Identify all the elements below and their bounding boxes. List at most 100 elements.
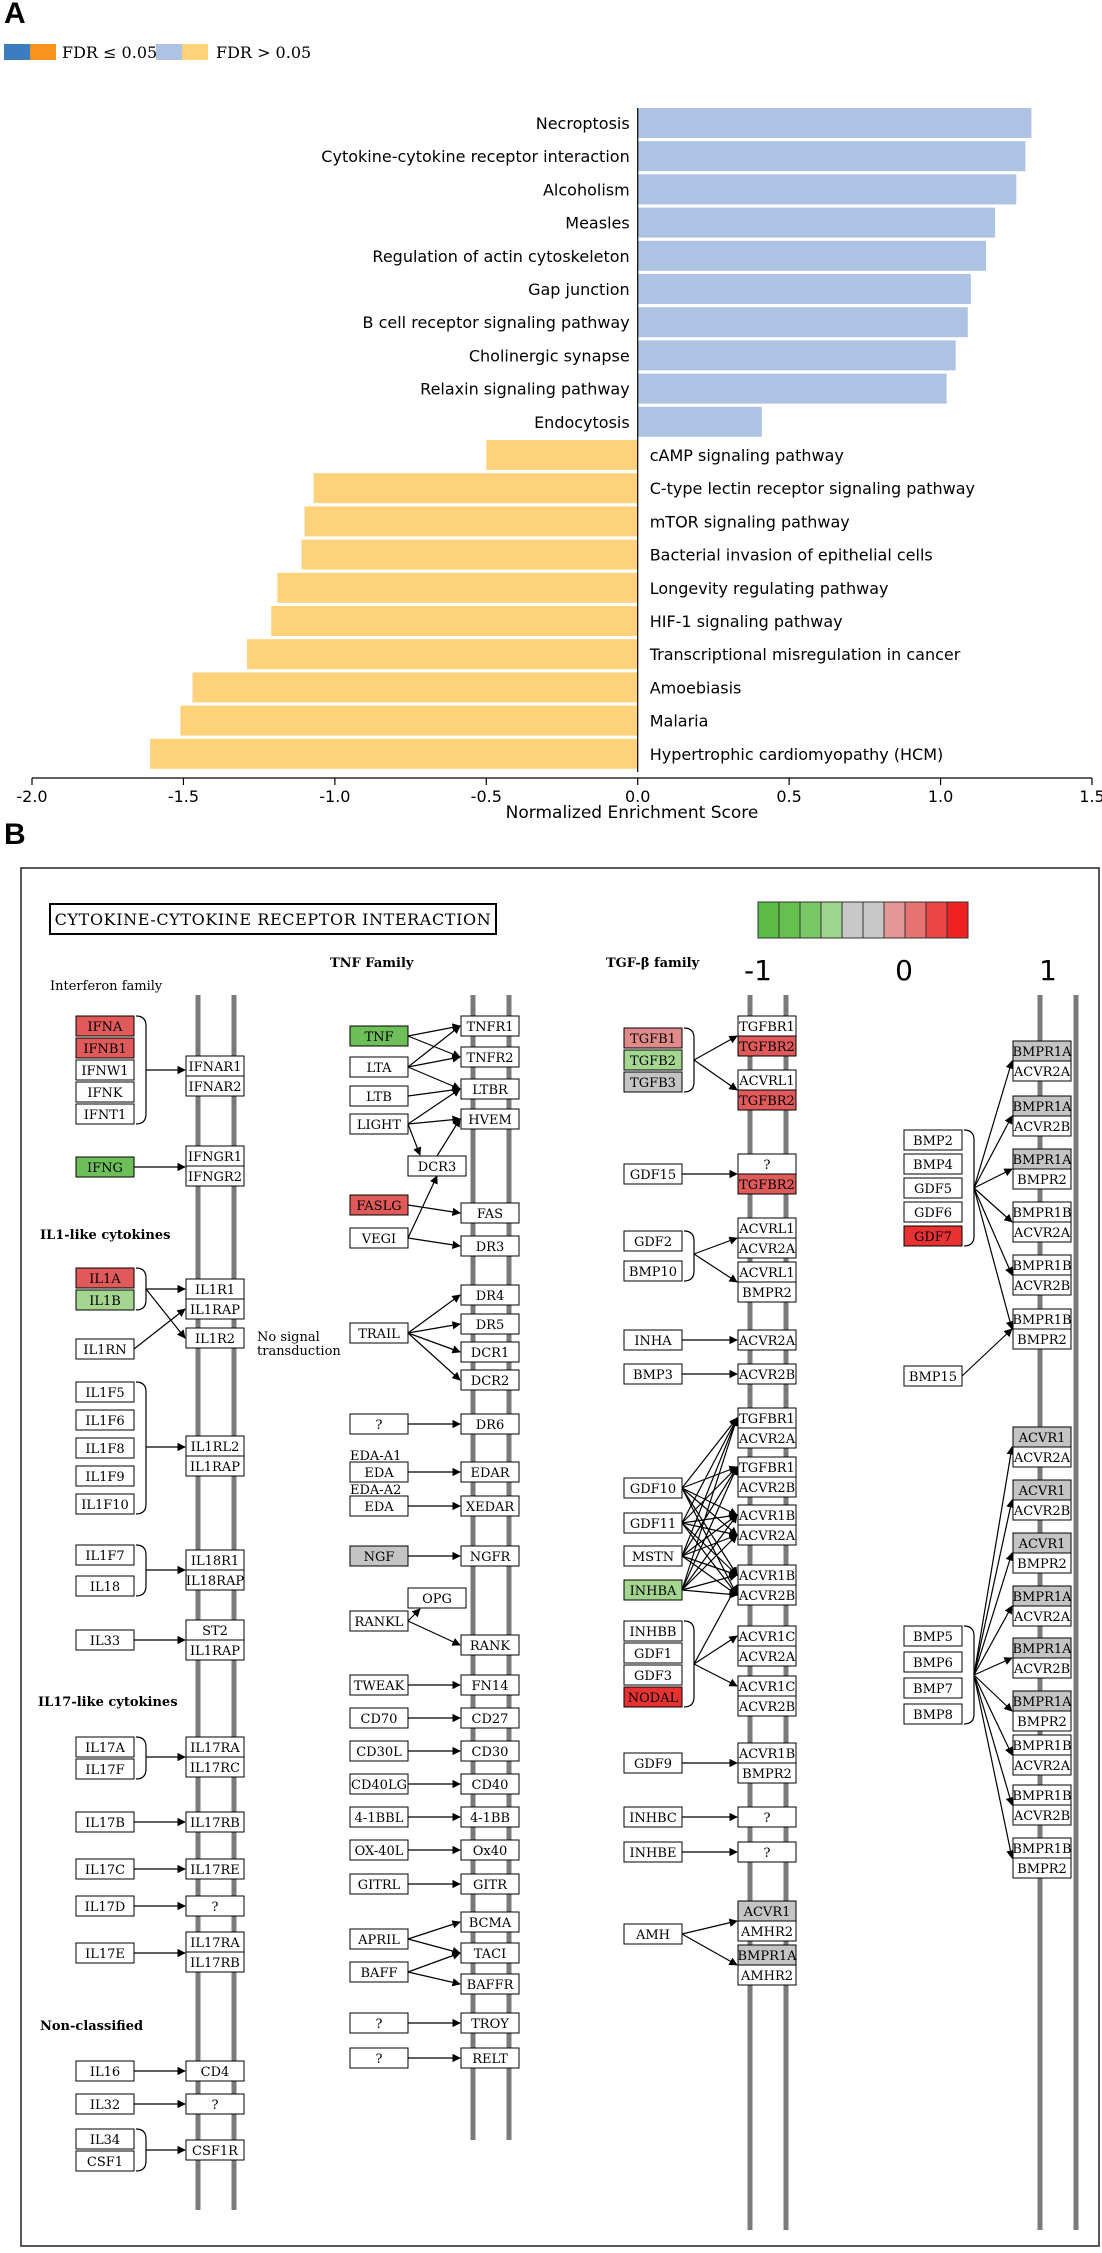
gene-node-label: ACVR2A bbox=[1013, 1759, 1071, 1774]
arrow bbox=[407, 1088, 461, 1125]
gene-node-label: IL17RB bbox=[190, 1816, 240, 1831]
gene-node bbox=[185, 1165, 245, 1187]
scale-cell bbox=[820, 901, 843, 939]
gene-node bbox=[460, 1707, 520, 1729]
gene-node bbox=[349, 1961, 409, 1983]
gene-node bbox=[349, 1461, 409, 1483]
arrow bbox=[681, 1466, 738, 1591]
gene-node bbox=[623, 1477, 683, 1499]
arrow bbox=[407, 1620, 461, 1646]
gene-node bbox=[460, 1911, 520, 1933]
gene-node-label: GDF3 bbox=[634, 1669, 672, 1684]
bar-label: Endocytosis bbox=[534, 413, 630, 432]
arrow bbox=[681, 1589, 738, 1599]
gene-node-label: DR6 bbox=[476, 1418, 504, 1433]
gene-node-label: INHBA bbox=[630, 1584, 677, 1599]
gene-node-label: FAS bbox=[477, 1207, 503, 1222]
gene-node-label: ACVRL1 bbox=[738, 1222, 794, 1237]
arrow bbox=[973, 1060, 1014, 1189]
gene-node bbox=[460, 1078, 520, 1100]
gene-node bbox=[903, 1365, 963, 1387]
gene-node-label: BMPR1A bbox=[1012, 1153, 1072, 1168]
gene-node bbox=[75, 1059, 135, 1081]
gene-node-label: ? bbox=[764, 1811, 771, 1826]
arrow bbox=[681, 1417, 739, 1557]
scale-label: 0 bbox=[895, 954, 913, 987]
gene-node bbox=[1012, 1328, 1072, 1350]
gene-node-label: IL1RN bbox=[83, 1343, 126, 1358]
gene-node-label: DCR2 bbox=[471, 1374, 509, 1389]
gene-node bbox=[75, 2150, 135, 2172]
gene-node-label: ? bbox=[376, 1418, 383, 1433]
gene-node-label: IL1F6 bbox=[85, 1414, 124, 1429]
gene-node bbox=[75, 1267, 135, 1289]
gene-node-label: BMPR1B bbox=[1012, 1313, 1071, 1328]
gene-node bbox=[460, 1806, 520, 1828]
gene-node bbox=[460, 1108, 520, 1130]
gene-node-label: DCR1 bbox=[471, 1346, 509, 1361]
gene-node-label: ACVR2B bbox=[738, 1589, 795, 1604]
gene-node-label: LTBR bbox=[472, 1083, 509, 1098]
gene-node-label: BMPR1A bbox=[1012, 1642, 1072, 1657]
gene-node bbox=[349, 1610, 409, 1632]
gene-node-label: INHBE bbox=[630, 1846, 677, 1861]
gene-node-label: IL34 bbox=[90, 2133, 120, 2148]
arrow bbox=[407, 1938, 461, 1956]
gene-node bbox=[903, 1225, 963, 1247]
gene-node-label: INHBB bbox=[630, 1625, 677, 1640]
gene-node-label: BMPR2 bbox=[1017, 1862, 1067, 1877]
gene-node-label: FASLG bbox=[356, 1199, 401, 1214]
gene-node-label: IL18RAP bbox=[186, 1574, 244, 1589]
gene-node bbox=[623, 1260, 683, 1282]
gene-node-label: IFNA bbox=[88, 1020, 124, 1035]
arrow bbox=[973, 1674, 1013, 1756]
gene-node-label: ACVR1 bbox=[743, 1905, 791, 1920]
x-tick-label: -1.0 bbox=[319, 787, 350, 806]
gene-node bbox=[460, 1235, 520, 1257]
gene-node bbox=[185, 2093, 245, 2115]
gene-node-label: BMP3 bbox=[633, 1368, 673, 1383]
arrow bbox=[681, 1417, 738, 1489]
gene-node-label: GDF7 bbox=[914, 1230, 952, 1245]
bar bbox=[150, 738, 638, 769]
gene-node bbox=[460, 1973, 520, 1995]
gene-node bbox=[460, 1674, 520, 1696]
gene-node-label: BMPR1B bbox=[1012, 1842, 1071, 1857]
bracket bbox=[135, 1381, 147, 1515]
arrow bbox=[973, 1187, 1015, 1330]
gene-node-label: IL17RA bbox=[190, 1936, 240, 1951]
scale-cell bbox=[841, 901, 864, 939]
gene-node-label: ACVR1C bbox=[738, 1680, 796, 1695]
gene-node-label: IL17F bbox=[85, 1763, 124, 1778]
gene-node-label: AMHR2 bbox=[740, 1925, 793, 1940]
gene-node-label: BMP7 bbox=[913, 1682, 953, 1697]
gene-node bbox=[460, 1369, 520, 1391]
gene-node-label: BAFFR bbox=[467, 1978, 515, 1993]
gene-node bbox=[185, 1455, 245, 1477]
arrow bbox=[407, 1025, 461, 1068]
gene-node bbox=[623, 1329, 683, 1351]
legend-swatch-pos-nonsig bbox=[156, 44, 182, 60]
arrow bbox=[681, 1933, 738, 1966]
gene-node bbox=[75, 1409, 135, 1431]
bar bbox=[637, 307, 968, 338]
gene-node-label: CD4 bbox=[201, 2065, 230, 2080]
gene-node-label: TNFR2 bbox=[466, 1051, 513, 1066]
arrow bbox=[681, 1572, 738, 1591]
bar bbox=[637, 108, 1032, 138]
bar bbox=[637, 274, 971, 304]
x-tick-label: 0.5 bbox=[776, 787, 801, 806]
gene-node bbox=[349, 1413, 409, 1435]
gene-node bbox=[623, 1642, 683, 1664]
bar bbox=[313, 473, 638, 504]
gene-node-label: CD30 bbox=[472, 1745, 509, 1760]
arrow bbox=[681, 1534, 738, 1591]
gene-node bbox=[737, 1695, 797, 1717]
gene-node-label: IL17C bbox=[85, 1863, 125, 1878]
arrow bbox=[145, 1288, 186, 1339]
gene-node-label: MSTN bbox=[632, 1550, 674, 1565]
gene-node-label: GDF2 bbox=[634, 1235, 672, 1250]
